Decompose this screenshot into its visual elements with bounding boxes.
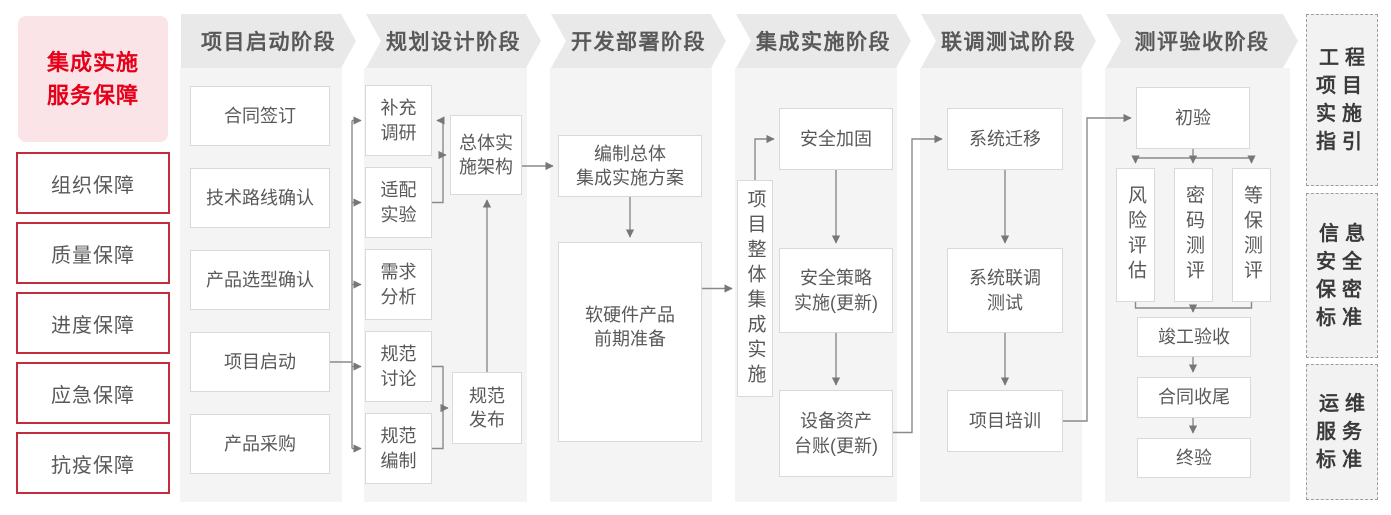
node-spec-discussion: 规范 讨论	[365, 331, 432, 402]
phase-header-kickoff: 项目启动阶段	[181, 14, 356, 68]
node-system-joint-debugging-test: 系统联调 测试	[947, 248, 1063, 333]
sidebar-item-emergency-guarantee: 应急保障	[16, 362, 170, 424]
standard-project-implementation-guide: 工程 项目 实施 指引	[1306, 14, 1378, 186]
node-adaptation-experiment: 适配 实验	[365, 167, 432, 238]
standard-security-confidentiality: 信息 安全 保密 标准	[1306, 193, 1378, 358]
node-product-selection-confirm: 产品选型确认	[190, 250, 330, 310]
node-contract-signing: 合同签订	[190, 86, 330, 146]
node-overall-plan-compilation: 编制总体 集成实施方案	[558, 135, 702, 197]
node-requirements-analysis: 需求 分析	[365, 249, 432, 320]
node-classified-protection-evaluation: 等保测评	[1232, 168, 1271, 302]
node-project-training: 项目培训	[947, 390, 1063, 452]
phase-header-development: 开发部署阶段	[551, 14, 726, 68]
node-security-reinforcement: 安全加固	[779, 108, 893, 170]
node-equipment-asset-ledger: 设备资产 台账(更新)	[779, 390, 893, 477]
node-tech-route-confirm: 技术路线确认	[190, 168, 330, 228]
node-hw-sw-preparation: 软硬件产品 前期准备	[558, 242, 702, 442]
node-risk-assessment: 风险评估	[1116, 168, 1155, 302]
phase-header-testing: 联调测试阶段	[921, 14, 1096, 68]
sidebar-item-quality-guarantee: 质量保障	[16, 222, 170, 284]
node-spec-release: 规范 发布	[452, 372, 522, 444]
node-system-migration: 系统迁移	[947, 108, 1063, 170]
node-final-acceptance: 终验	[1137, 438, 1251, 478]
phase-header-planning: 规划设计阶段	[366, 14, 541, 68]
sidebar-item-schedule-guarantee: 进度保障	[16, 292, 170, 354]
phase-header-acceptance: 测评验收阶段	[1106, 14, 1298, 68]
node-initial-acceptance: 初验	[1136, 87, 1250, 149]
node-product-procurement: 产品采购	[190, 414, 330, 474]
node-security-policy-implementation: 安全策略 实施(更新)	[779, 248, 893, 333]
node-spec-drafting: 规范 编制	[365, 413, 432, 484]
node-supplementary-research: 补充 调研	[365, 85, 432, 156]
node-overall-integration-implementation: 项目整体集成实施	[737, 180, 773, 397]
integration-service-guarantee-title: 集成实施 服务保障	[18, 16, 168, 142]
standard-om-service: 运维 服务 标准	[1306, 364, 1378, 500]
node-project-kickoff: 项目启动	[190, 332, 330, 392]
phase-header-integration: 集成实施阶段	[736, 14, 911, 68]
sidebar-item-epidemic-guarantee: 抗疫保障	[16, 432, 170, 494]
node-completion-acceptance: 竣工验收	[1137, 317, 1251, 357]
sidebar-item-organization-guarantee: 组织保障	[16, 152, 170, 214]
node-contract-closure: 合同收尾	[1137, 377, 1251, 418]
node-overall-implementation-architecture: 总体实 施架构	[450, 115, 522, 195]
node-crypto-evaluation: 密码测评	[1174, 168, 1213, 302]
